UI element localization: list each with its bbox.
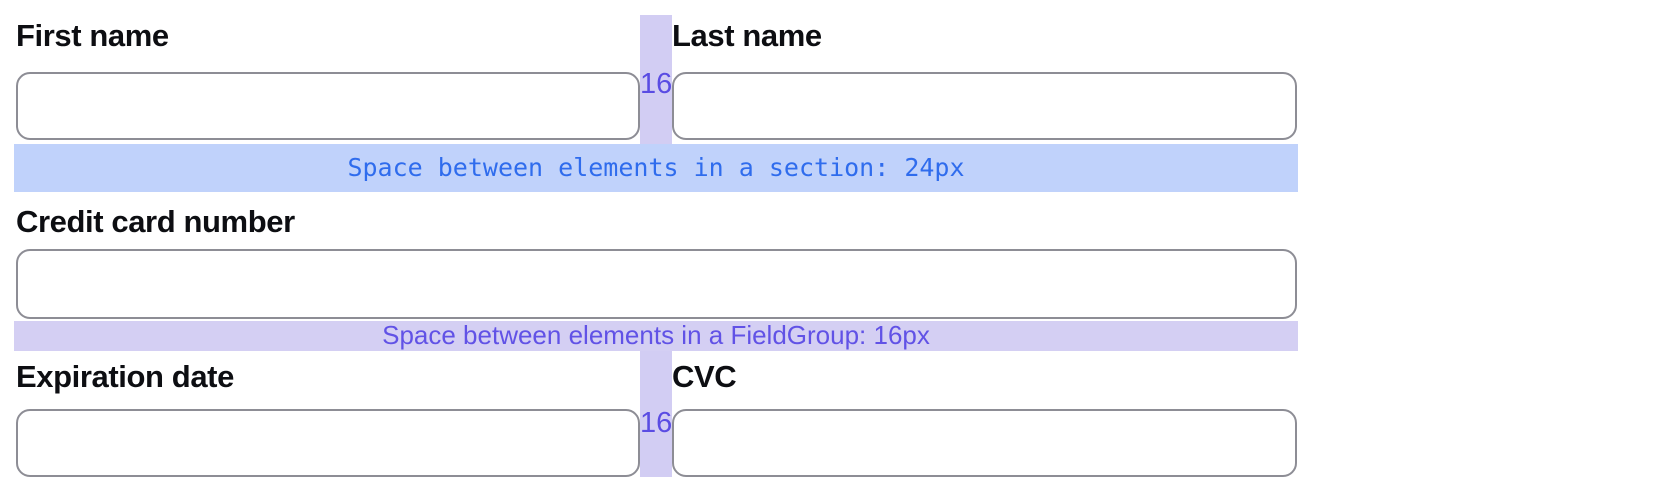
column-gap-highlight-top: 16: [640, 15, 672, 144]
first-name-label: First name: [16, 18, 169, 53]
field-cvc: CVC: [672, 355, 1297, 477]
credit-card-input[interactable]: [16, 249, 1297, 319]
fieldgroup-gap-band: Space between elements in a FieldGroup: …: [14, 321, 1298, 351]
field-last-name: Last name: [672, 14, 1297, 140]
column-gap-value-bottom: 16: [640, 407, 673, 439]
expiration-date-input[interactable]: [16, 409, 640, 477]
cvc-label: CVC: [672, 359, 737, 394]
cvc-input[interactable]: [672, 409, 1297, 477]
column-gap-highlight-bottom: 16: [640, 351, 672, 477]
expiry-cvc-row: 16 Expiration date CVC: [16, 351, 1297, 477]
column-gap-value-top: 16: [640, 68, 673, 100]
field-first-name: First name: [16, 14, 640, 140]
section-gap-label: Space between elements in a section: 24p…: [347, 153, 965, 182]
credit-card-label: Credit card number: [16, 204, 295, 239]
last-name-input[interactable]: [672, 72, 1297, 140]
first-name-input[interactable]: [16, 72, 640, 140]
name-row: 16 First name Last name: [16, 14, 1297, 144]
fieldgroup-gap-label: Space between elements in a FieldGroup: …: [382, 320, 930, 350]
field-expiration-date: Expiration date: [16, 355, 640, 477]
last-name-label: Last name: [672, 18, 822, 53]
form-spacing-spec: 16 First name Last name Space between el…: [14, 14, 1298, 477]
expiration-date-label: Expiration date: [16, 359, 234, 394]
field-credit-card: Credit card number: [16, 200, 1297, 319]
section-gap-band: Space between elements in a section: 24p…: [14, 144, 1298, 192]
